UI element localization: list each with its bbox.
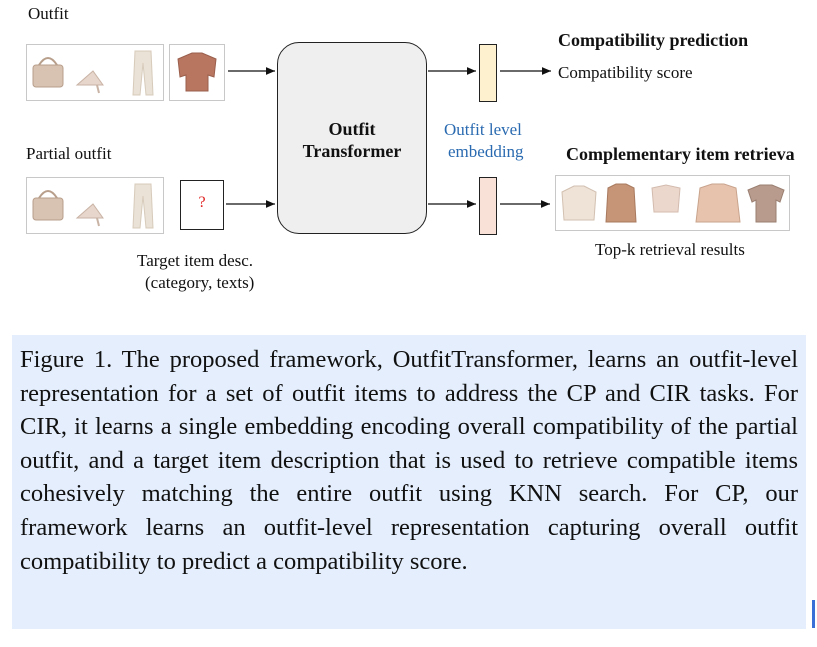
caption-text: Figure 1. The proposed framework, Outfit… [20, 346, 798, 575]
outfit-label: Outfit [28, 4, 69, 23]
retrieval-results-strip [555, 175, 790, 231]
target-item-box: ? [180, 180, 224, 230]
cp-output-label: Compatibility score [558, 63, 693, 82]
transformer-label-line2: Transformer [302, 141, 402, 161]
wrap-top-image [177, 52, 217, 92]
cp-title: Compatibility prediction [558, 30, 749, 50]
partial-outfit-label: Partial outfit [26, 144, 112, 163]
partial-outfit-items-strip [26, 177, 164, 234]
embedding-label-line2: embedding [448, 142, 524, 161]
transformer-label-line1: Outfit [328, 119, 376, 139]
figure-caption: Figure 1. The proposed framework, Outfit… [12, 335, 806, 629]
outfit-top-item [169, 44, 225, 101]
partial-outfit-items-image [32, 183, 154, 229]
outfit-transformer-block: Outfit Transformer [277, 42, 427, 234]
retrieval-results-image [561, 183, 785, 223]
outfit-items-strip [26, 44, 164, 101]
cp-embedding-vector [479, 44, 497, 102]
cir-embedding-vector [479, 177, 497, 235]
target-item-mark: ? [198, 194, 206, 211]
cir-output-label: Top-k retrieval results [595, 240, 745, 259]
cir-title: Complementary item retrieva [566, 144, 795, 164]
framework-figure: Outfit Partial outfit ? Ta [0, 0, 817, 310]
flow-arrows [226, 67, 551, 208]
page-edge-marker [812, 600, 815, 628]
target-item-description-line2: (category, texts) [145, 273, 255, 292]
outfit-items-image [32, 50, 154, 96]
target-item-description-line1: Target item desc. [137, 251, 254, 270]
embedding-label-line1: Outfit level [444, 120, 522, 139]
